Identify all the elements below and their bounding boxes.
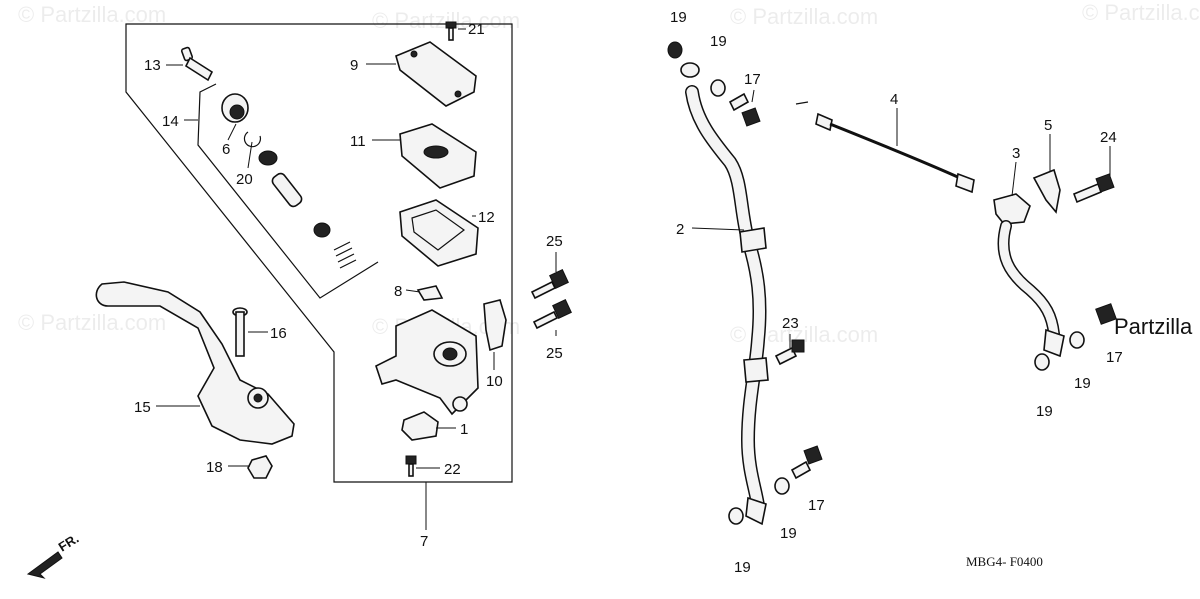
callout-12: 12 bbox=[478, 209, 495, 226]
callout-17: 17 bbox=[808, 497, 825, 514]
front-label: FR. bbox=[56, 531, 82, 555]
callout-8: 8 bbox=[394, 283, 402, 300]
piston-set-bracket bbox=[197, 83, 379, 299]
watermark: © Partzilla.com bbox=[372, 8, 520, 33]
callout-11: 11 bbox=[350, 133, 366, 150]
brake-switch-part bbox=[401, 411, 439, 441]
clip-part bbox=[416, 285, 444, 301]
callout-19: 19 bbox=[1074, 375, 1091, 392]
piston-cup-part bbox=[221, 93, 249, 123]
stay-part bbox=[1032, 168, 1061, 214]
watermark: © Partzilla.com bbox=[18, 2, 166, 27]
callout-2: 2 bbox=[676, 221, 684, 238]
callout-19: 19 bbox=[780, 525, 797, 542]
screw-part bbox=[405, 455, 417, 477]
callout-16: 16 bbox=[270, 325, 287, 342]
watermark: © Partzilla.com bbox=[1082, 0, 1200, 25]
callout-20: 20 bbox=[236, 171, 253, 188]
callout-17: 17 bbox=[1106, 349, 1123, 366]
callout-7: 7 bbox=[420, 533, 428, 550]
callout-5: 5 bbox=[1044, 117, 1052, 134]
master-cylinder-body-part bbox=[375, 309, 479, 416]
hose-clamp-part bbox=[739, 227, 767, 253]
banjo-bolt-part bbox=[728, 92, 1117, 480]
pivot-bolt-part bbox=[232, 307, 248, 357]
spring-part bbox=[333, 241, 357, 269]
hose-clamp-part bbox=[743, 357, 769, 383]
diaphragm-part bbox=[399, 199, 479, 267]
piston-part bbox=[258, 150, 357, 269]
callout-19: 19 bbox=[670, 9, 687, 26]
watermark: © Partzilla.com bbox=[18, 310, 166, 335]
callout-6: 6 bbox=[222, 141, 230, 158]
brand-watermark: Partzilla bbox=[1114, 314, 1193, 339]
bolt-part bbox=[530, 269, 572, 330]
callout-24: 24 bbox=[1100, 129, 1117, 146]
banjo-fitting-part bbox=[680, 62, 700, 78]
callout-25: 25 bbox=[546, 233, 563, 250]
leader-lines bbox=[156, 28, 1111, 530]
brake-lever-part bbox=[95, 281, 295, 445]
callout-15: 15 bbox=[134, 399, 151, 416]
diagram-code: MBG4- F0400 bbox=[966, 554, 1043, 569]
callout-22: 22 bbox=[444, 461, 461, 478]
bolt-part bbox=[774, 346, 798, 366]
callout-1: 1 bbox=[460, 421, 468, 438]
callout-4: 4 bbox=[890, 91, 898, 108]
assembly-boundary-7 bbox=[125, 23, 513, 483]
brake-pipe-part bbox=[795, 101, 975, 194]
sealing-washer-part bbox=[667, 41, 1085, 525]
callout-21: 21 bbox=[468, 21, 485, 38]
callout-3: 3 bbox=[1012, 145, 1020, 162]
joint-part bbox=[993, 193, 1031, 225]
callout-10: 10 bbox=[486, 373, 503, 390]
callout-9: 9 bbox=[350, 57, 358, 74]
banjo-fitting-part bbox=[745, 496, 767, 526]
callout-19: 19 bbox=[734, 559, 751, 576]
screw-part bbox=[445, 21, 457, 41]
boot-part bbox=[483, 299, 507, 352]
callout-19: 19 bbox=[1036, 403, 1053, 420]
pushrod-part bbox=[180, 46, 214, 82]
callout-14: 14 bbox=[162, 113, 179, 130]
callout-25: 25 bbox=[546, 345, 563, 362]
callout-19: 19 bbox=[710, 33, 727, 50]
circlip-part bbox=[243, 131, 262, 148]
front-direction-indicator: FR. bbox=[26, 531, 82, 579]
nut-part bbox=[247, 455, 273, 479]
reservoir-cap-part bbox=[395, 41, 477, 107]
callout-17: 17 bbox=[744, 71, 761, 88]
bolt-part bbox=[1072, 182, 1103, 204]
callout-18: 18 bbox=[206, 459, 223, 476]
watermark: © Partzilla.com bbox=[730, 4, 878, 29]
callout-23: 23 bbox=[782, 315, 799, 332]
callout-13: 13 bbox=[144, 57, 161, 74]
